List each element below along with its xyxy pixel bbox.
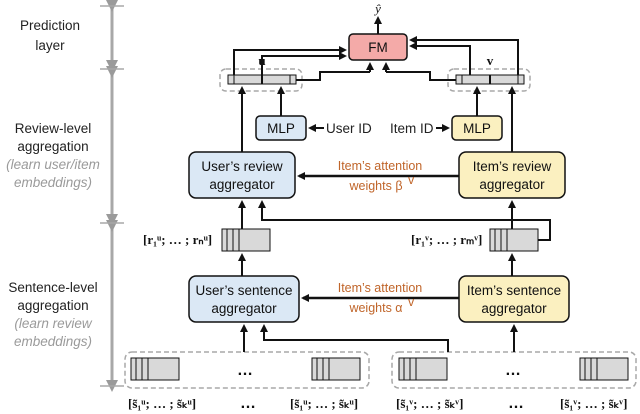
sentence-level-label: Sentence-level — [8, 280, 97, 295]
item-review-vectors — [489, 228, 539, 252]
user-id-label: User ID — [326, 121, 372, 136]
v-label: v — [487, 53, 494, 68]
mlp-item-label: MLP — [463, 121, 491, 136]
user-review-aggregator-label-2: aggregator — [209, 177, 275, 192]
item-sentence-aggregator-label-2: aggregator — [481, 301, 547, 316]
user-sentence-aggregator-label-2: aggregator — [211, 301, 277, 316]
user-review-vectors — [221, 228, 271, 252]
item-review-aggregator-label: Item’s review — [473, 159, 552, 174]
sentence-attention-sup: v — [408, 295, 415, 309]
arrow-item-sentences-cross — [260, 324, 449, 352]
sentence-level-label-2: aggregation — [17, 298, 88, 313]
item-sentence-ellipsis: … — [505, 362, 521, 379]
review-attention-label-2: weights β — [348, 179, 402, 193]
item-sentence-blocks — [398, 357, 629, 381]
sentence-gap-ellipsis-2: … — [508, 395, 524, 412]
user-sentence-label-1: [s̃₁ᵘ; … ; s̃ₖᵘ] — [128, 396, 196, 411]
fm-inputs — [296, 62, 456, 81]
item-sentence-label-1: [s̃₁ᵛ; … ; s̃ₖᵛ] — [396, 396, 463, 411]
review-level-label: Review-level — [15, 121, 92, 136]
item-id-label: Item ID — [390, 121, 434, 136]
user-sentence-label-2: [s̃₁ᵘ; … ; s̃ₖᵘ] — [290, 396, 358, 411]
sentence-attention-label-2: weights α — [348, 301, 402, 315]
user-sentences-group — [124, 351, 370, 389]
review-level-note: (learn user/item — [6, 157, 100, 172]
arrow-item-vectors-cross — [258, 200, 551, 241]
sentence-level-note: (learn review — [14, 316, 93, 331]
item-sentence-label-2: [s̃₁ᵛ; … ; s̃ₖᵛ] — [560, 396, 627, 411]
sentence-level-note-2: embeddings) — [14, 334, 92, 349]
user-review-aggregator-label: User’s review — [201, 159, 283, 174]
mlp-user-label: MLP — [267, 121, 295, 136]
v-vector-group — [447, 68, 531, 92]
review-attention-sup: v — [408, 173, 415, 187]
review-level-label-2: aggregation — [17, 139, 88, 154]
fm-label: FM — [368, 40, 388, 55]
arrows-to-fm — [233, 36, 519, 75]
sentence-attention-label: Item’s attention — [338, 281, 423, 295]
fm-box — [348, 33, 408, 61]
u-vector — [227, 74, 297, 85]
review-level-note-2: embeddings) — [14, 175, 92, 190]
item-review-aggregator-label-2: aggregator — [479, 177, 545, 192]
section-ticks — [100, 5, 124, 387]
item-sentence-aggregator-label: Item’s sentence — [467, 283, 561, 298]
user-sentence-blocks — [130, 357, 361, 381]
prediction-layer-label: Prediction — [20, 18, 80, 33]
user-review-vectors-label: [r₁ᵘ; … ; rₙᵘ] — [143, 232, 212, 247]
user-sentence-ellipsis: … — [237, 362, 253, 379]
item-review-vectors-label: [r₁ᵛ; … ; rₘᵛ] — [411, 232, 482, 247]
review-attention-label: Item’s attention — [338, 159, 423, 173]
v-vector — [455, 74, 525, 85]
output-y-hat: ŷ — [373, 1, 381, 16]
sentence-gap-ellipsis-1: … — [240, 395, 256, 412]
user-sentence-aggregator — [188, 275, 300, 323]
user-sentence-aggregator-label: User’s sentence — [195, 283, 292, 298]
prediction-layer-label-2: layer — [35, 38, 65, 53]
